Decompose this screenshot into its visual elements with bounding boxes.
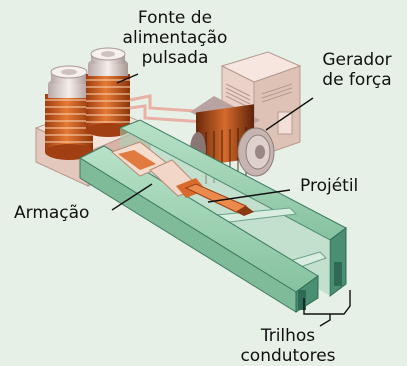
generator-label-line-2: de força [322,70,392,90]
power-supply-label-line-3: pulsada [141,48,209,68]
power-supply-label-line-1: Fonte de [137,8,213,28]
projectile-label: Projétil [300,176,359,196]
projectile-icon [184,183,254,216]
generator-housing [220,51,302,159]
rails-label: Trilhos condutores [228,326,348,366]
armature-label: Armação [14,203,90,223]
leader-lines [111,73,351,327]
generator-label: Gerador de força [312,50,402,90]
rails-label-line-2: condutores [240,346,336,366]
rails-label-line-1: Trilhos [260,326,316,346]
capacitor-coil-icon [45,65,93,160]
power-cables [129,94,211,124]
capacitor-coil-icon [86,47,130,137]
power-supply-label: Fonte de alimentação pulsada [112,8,238,68]
power-supply-label-line-2: alimentação [122,28,228,48]
generator-label-line-1: Gerador [322,50,392,70]
